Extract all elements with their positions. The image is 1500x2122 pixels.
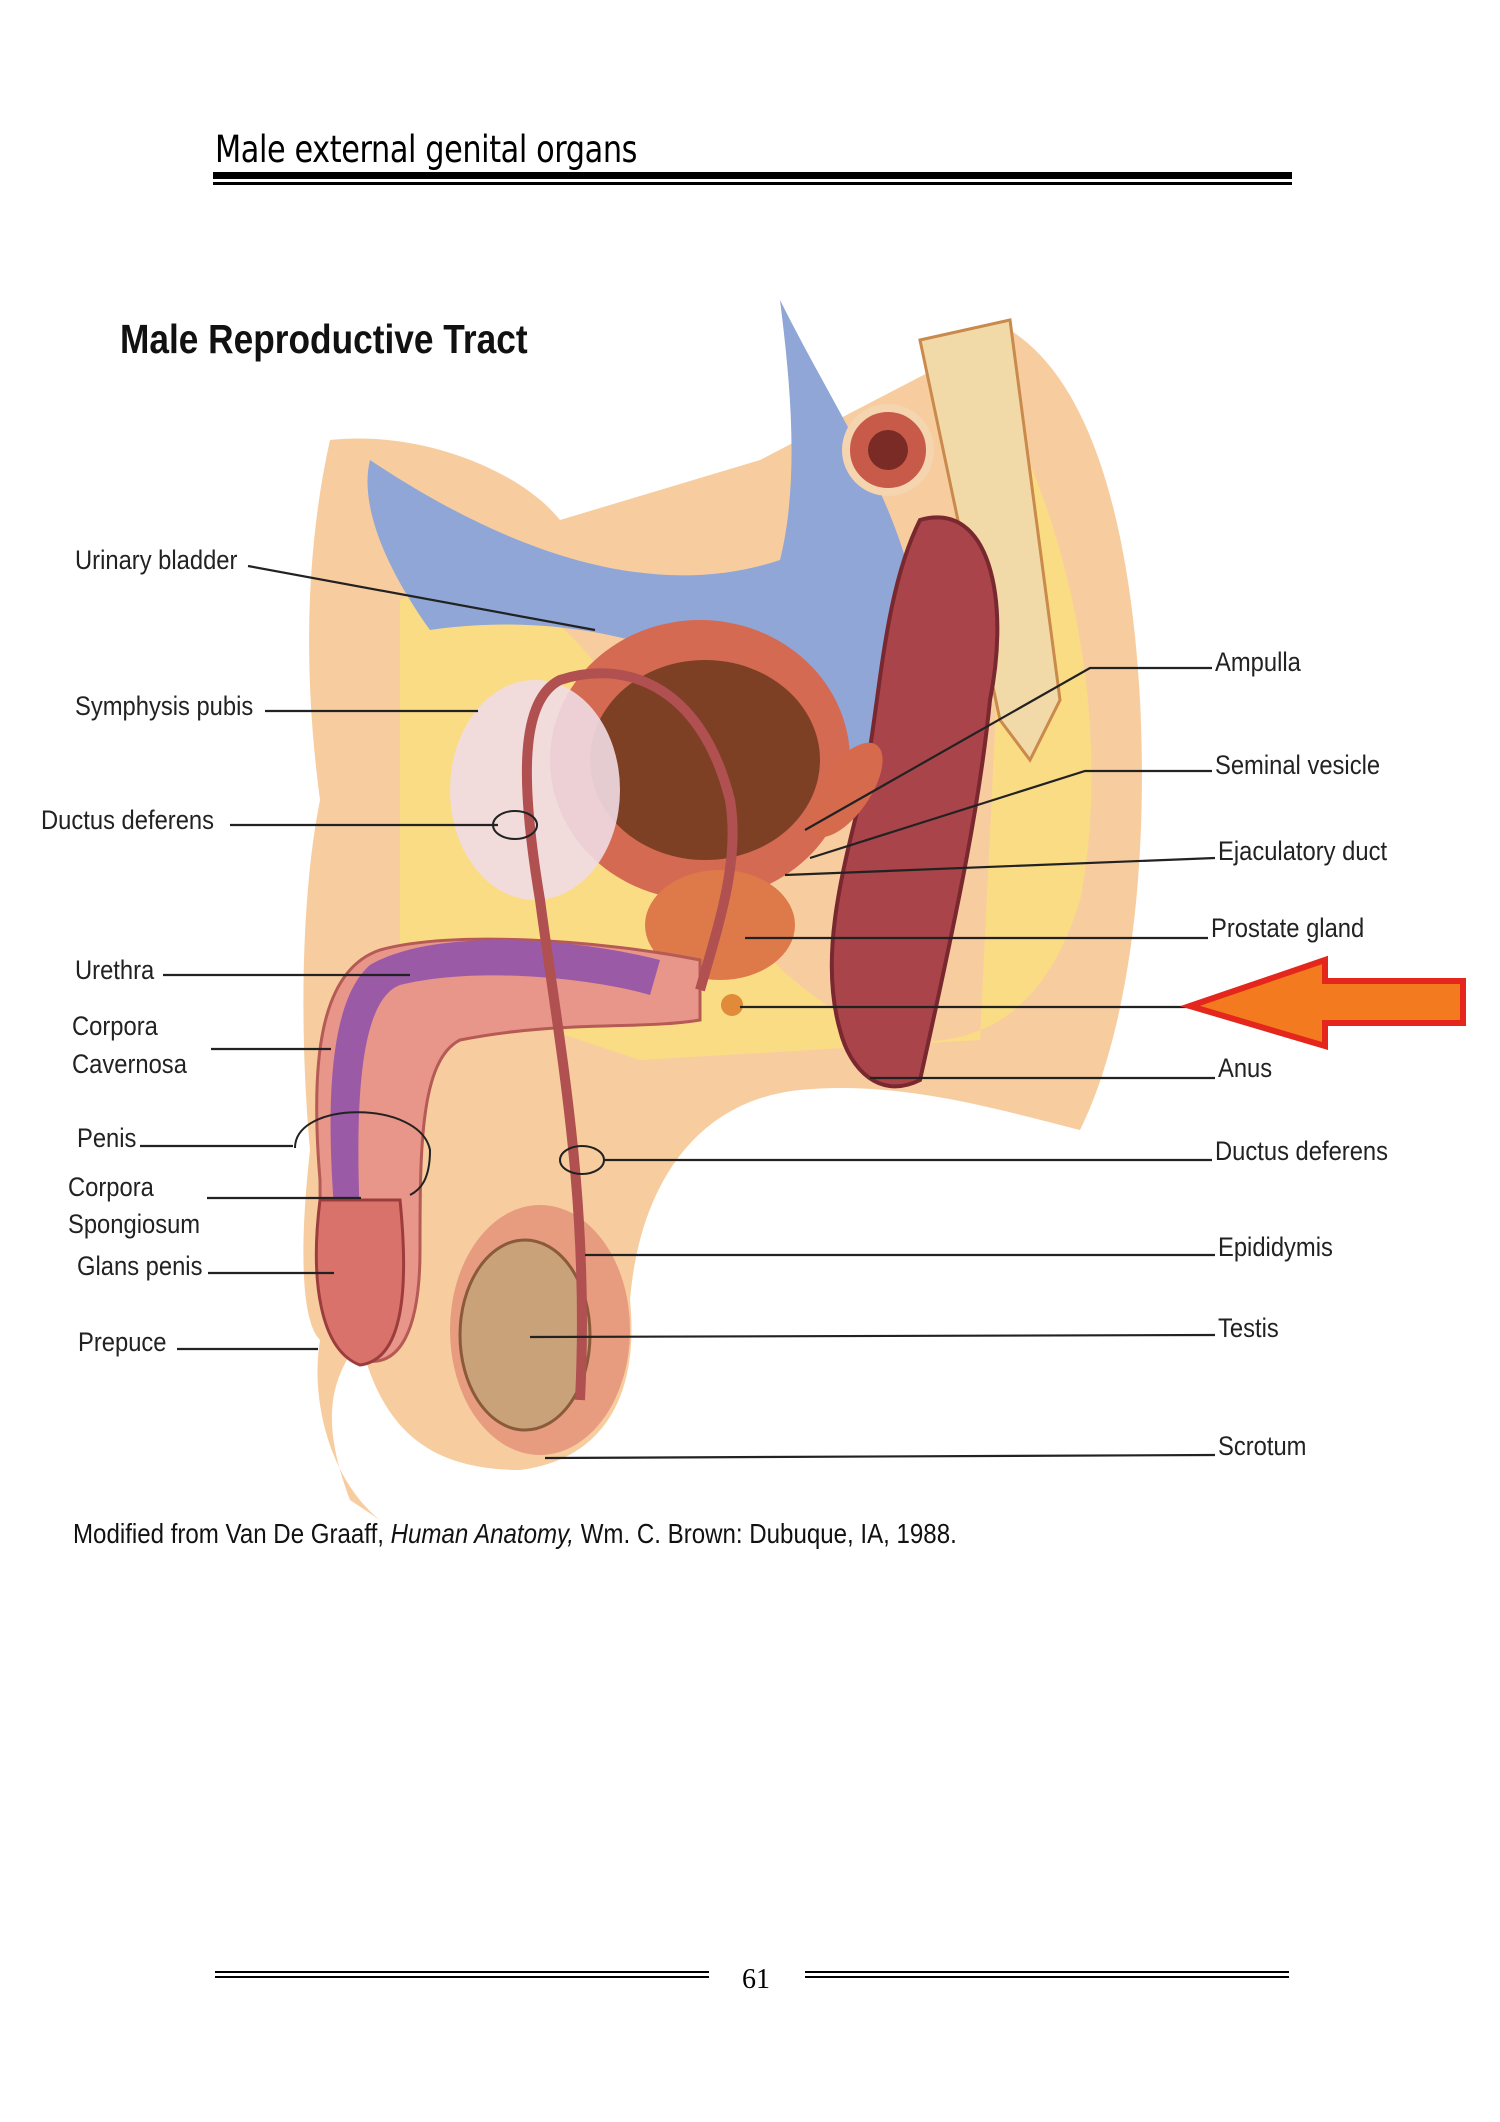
- caption-prefix: Modified from Van De Graaff,: [73, 1518, 391, 1549]
- leader-lines: [140, 564, 1216, 1460]
- header-rule-thick: [213, 172, 1292, 179]
- fat-layer: [400, 420, 1092, 1060]
- footer-rule-left-top: [215, 1971, 709, 1973]
- label-ejaculatory-duct: Ejaculatory duct: [1218, 836, 1388, 866]
- label-anus: Anus: [1218, 1053, 1273, 1083]
- label-corpora-cavernosa-1: Corpora: [72, 1011, 158, 1041]
- label-seminal-vesicle: Seminal vesicle: [1215, 750, 1381, 780]
- label-scrotum: Scrotum: [1218, 1431, 1307, 1461]
- label-ductus-deferens-right: Ductus deferens: [1215, 1136, 1389, 1166]
- label-prepuce: Prepuce: [78, 1327, 167, 1357]
- page-title: Male external genital organs: [215, 128, 638, 171]
- footer-rule-left-bottom: [215, 1976, 709, 1978]
- corpora-cavernosa-shape: [330, 940, 660, 1220]
- glans: [314, 1198, 406, 1367]
- figure-caption: Modified from Van De Graaff, Human Anato…: [73, 1518, 957, 1550]
- pointer-arrow: [1180, 955, 1466, 1051]
- page-number: 61: [742, 1964, 770, 1995]
- label-urinary-bladder: Urinary bladder: [75, 545, 238, 575]
- label-prostate-gland: Prostate gland: [1211, 913, 1365, 943]
- label-epididymis: Epididymis: [1218, 1232, 1333, 1262]
- label-testis: Testis: [1218, 1313, 1279, 1343]
- label-ductus-deferens-left: Ductus deferens: [41, 805, 215, 835]
- label-penis: Penis: [77, 1123, 137, 1153]
- seminal-vesicle: [807, 742, 883, 838]
- symphysis: [450, 680, 620, 900]
- label-urethra: Urethra: [75, 955, 155, 985]
- label-corpora-cavernosa-2: Cavernosa: [72, 1049, 187, 1079]
- label-ampulla: Ampulla: [1215, 647, 1301, 677]
- footer-rule-right-top: [805, 1971, 1289, 1973]
- testis-shape: [458, 1238, 592, 1432]
- caption-suffix: Wm. C. Brown: Dubuque, IA, 1988.: [574, 1518, 957, 1549]
- label-symphysis-pubis: Symphysis pubis: [75, 691, 254, 721]
- label-glans-penis: Glans penis: [77, 1251, 203, 1281]
- figure-title: Male Reproductive Tract: [120, 316, 528, 362]
- label-corpora-spongiosum-1: Corpora: [68, 1172, 154, 1202]
- ductus-deferens-tube: [521, 668, 738, 1401]
- header-rule-thin: [213, 182, 1292, 185]
- label-corpora-spongiosum-2: Spongiosum: [68, 1209, 201, 1239]
- caption-book: Human Anatomy,: [390, 1518, 575, 1549]
- footer-rule-right-bottom: [805, 1976, 1289, 1978]
